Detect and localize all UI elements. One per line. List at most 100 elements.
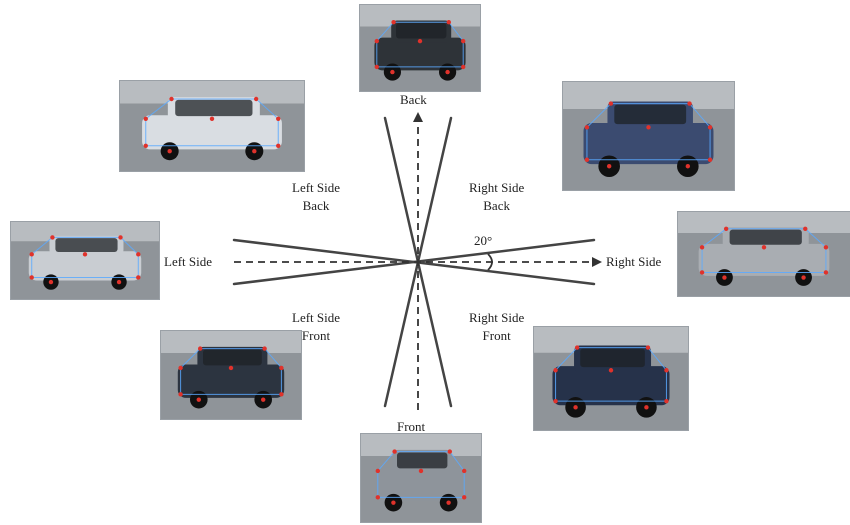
label-right-side-front-line1: Right Side <box>469 310 525 325</box>
keypoint-3 <box>279 365 284 371</box>
label-right-side-back-line1: Right Side <box>469 180 525 195</box>
car-window <box>55 238 118 253</box>
keypoint-3 <box>276 116 281 121</box>
car-window <box>175 99 253 117</box>
keypoint-2 <box>803 226 808 231</box>
left-side-view-image <box>11 222 159 299</box>
car-body <box>177 364 285 398</box>
keypoint-4 <box>462 495 467 500</box>
label-right-side-back-line2: Back <box>483 198 510 213</box>
angle-arc <box>487 253 493 271</box>
keypoint-1 <box>608 101 614 106</box>
keypoint-1 <box>391 20 396 25</box>
keypoint-0 <box>29 252 34 257</box>
keypoint-8 <box>685 164 691 169</box>
keypoint-5 <box>699 270 705 275</box>
photo-front-view <box>360 433 482 523</box>
photo-left-side-view <box>10 221 160 300</box>
keypoint-3 <box>461 38 466 44</box>
keypoint-7 <box>196 397 201 402</box>
keypoint-6 <box>608 368 614 373</box>
keypoint-7 <box>390 69 395 75</box>
keypoint-0 <box>374 38 379 44</box>
keypoint-3 <box>462 468 467 474</box>
photo-right-side-view <box>677 211 850 297</box>
label-left-side-front-line1: Left Side <box>292 310 341 325</box>
keypoint-1 <box>574 345 580 350</box>
keypoint-4 <box>461 64 466 70</box>
label-left-side-back-line2: Back <box>302 198 330 213</box>
keypoint-0 <box>553 368 558 373</box>
keypoint-8 <box>261 397 266 402</box>
keypoint-5 <box>29 275 34 280</box>
keypoint-4 <box>823 270 829 275</box>
keypoint-2 <box>118 235 123 240</box>
car-window <box>203 349 262 366</box>
keypoint-0 <box>375 468 380 474</box>
left-side-back-view-image <box>120 81 304 171</box>
label-right-side-back: Right Side Back <box>469 179 524 215</box>
keypoint-0 <box>178 365 183 371</box>
photo-left-side-back-view <box>119 80 305 172</box>
keypoint-3 <box>707 125 713 130</box>
label-right-side: Right Side <box>606 254 662 269</box>
car-body <box>375 467 467 501</box>
front-view-image <box>361 434 481 522</box>
car-window <box>580 348 645 368</box>
keypoint-5 <box>375 495 380 500</box>
keypoint-6 <box>228 365 234 371</box>
car-body <box>552 366 670 406</box>
keypoint-7 <box>167 149 172 154</box>
keypoint-4 <box>279 392 284 397</box>
keypoint-2 <box>446 20 451 25</box>
keypoint-7 <box>606 164 612 169</box>
keypoint-6 <box>646 125 651 130</box>
keypoint-8 <box>644 405 649 410</box>
keypoint-2 <box>262 346 267 351</box>
photo-right-side-front-view <box>533 326 689 431</box>
keypoint-5 <box>553 398 558 404</box>
keypoint-4 <box>276 143 281 148</box>
car-body <box>698 243 830 276</box>
car-window <box>729 229 802 245</box>
keypoint-7 <box>391 500 396 505</box>
keypoint-4 <box>707 157 713 162</box>
label-right-side-front: Right Side Front <box>469 309 524 345</box>
car-body <box>142 115 282 150</box>
keypoint-5 <box>584 157 590 162</box>
dashed-axes <box>234 112 602 410</box>
keypoint-5 <box>178 392 183 397</box>
keypoint-4 <box>136 275 141 280</box>
car-window <box>397 452 448 469</box>
label-front: Front <box>397 419 426 434</box>
keypoint-1 <box>169 96 174 102</box>
keypoint-8 <box>801 275 806 280</box>
keypoint-8 <box>252 149 257 154</box>
right-side-front-view-image <box>534 327 688 430</box>
label-left-side-front-line2: Front <box>301 328 331 343</box>
keypoint-2 <box>645 345 651 350</box>
keypoint-6 <box>761 245 767 250</box>
keypoint-3 <box>664 368 669 373</box>
keypoint-6 <box>418 468 424 474</box>
car-body <box>583 123 714 165</box>
label-angle: 20° <box>474 233 493 248</box>
keypoint-5 <box>143 143 148 148</box>
keypoint-5 <box>374 64 379 70</box>
label-left-side-back-line1: Left Side <box>292 180 341 195</box>
keypoint-2 <box>447 449 452 454</box>
keypoint-3 <box>823 245 829 250</box>
left-side-front-view-image <box>161 331 301 419</box>
keypoint-1 <box>392 449 397 454</box>
photo-right-side-back-view <box>562 81 735 191</box>
car-window <box>396 23 447 39</box>
keypoint-7 <box>48 279 54 285</box>
photo-left-side-front-view <box>160 330 302 420</box>
right-side-back-view-image <box>563 82 734 190</box>
keypoint-8 <box>445 69 450 75</box>
keypoint-8 <box>116 279 122 285</box>
car-body <box>28 251 142 281</box>
label-left-side: Left Side <box>164 254 213 269</box>
keypoint-1 <box>198 346 203 351</box>
